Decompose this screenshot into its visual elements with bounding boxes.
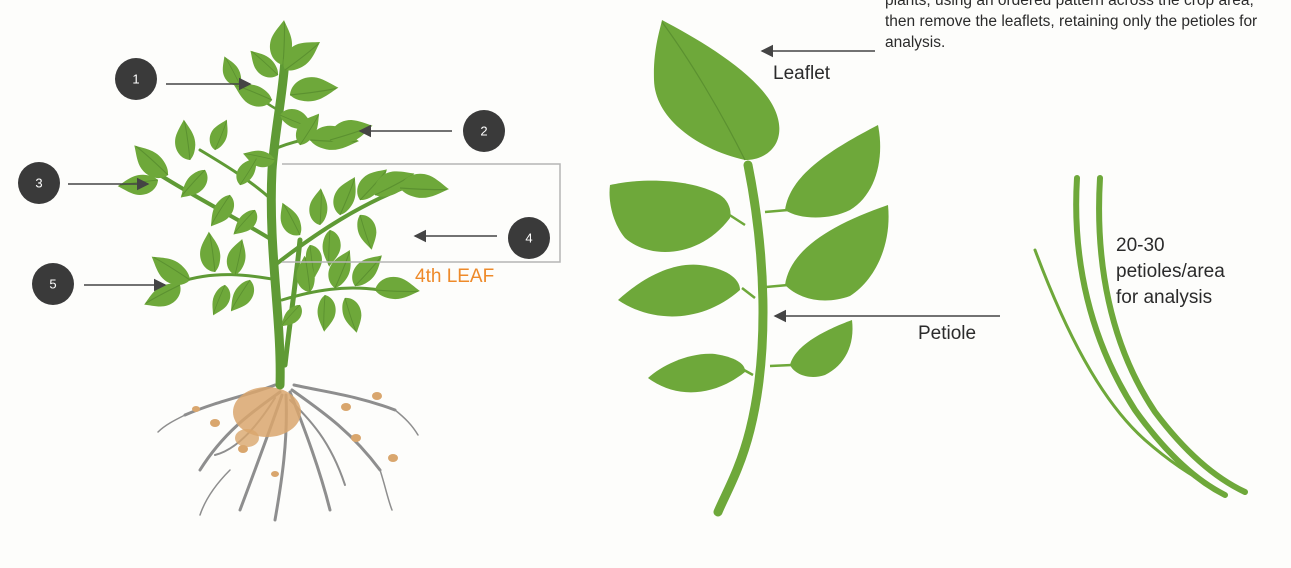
- leaflet-label: Leaflet: [773, 63, 831, 84]
- leaflet: [790, 320, 853, 377]
- callout-number: 2: [480, 124, 487, 139]
- petioles-note: 20-30 petioles/area for analysis: [1116, 235, 1225, 308]
- callout-2: 2: [360, 110, 505, 152]
- leaflet: [785, 125, 880, 218]
- sampling-instructions: plants, using an ordered pattern across …: [885, 0, 1285, 53]
- leaflet: [618, 265, 740, 317]
- petiole-bundle: [1035, 178, 1245, 495]
- terminal-leaflet: [654, 20, 779, 160]
- callout-5: 5: [32, 263, 165, 305]
- compound-leaf: Leaflet Petiole: [610, 20, 1000, 512]
- potato-plant: 4th LEAF: [116, 19, 560, 520]
- petioles-note-line-3: for analysis: [1116, 287, 1212, 308]
- petioles-note-line-2: petioles/area: [1116, 261, 1225, 282]
- callout-4: 4: [415, 217, 550, 259]
- leaflet: [648, 354, 745, 393]
- callout-number: 5: [49, 277, 56, 292]
- leaflet: [785, 205, 889, 300]
- petiole-label: Petiole: [918, 323, 976, 344]
- callout-number: 1: [132, 72, 139, 87]
- callout-number: 3: [35, 176, 42, 191]
- fourth-leaf-label: 4th LEAF: [415, 266, 494, 287]
- callout-number: 4: [525, 231, 532, 246]
- leaflet: [610, 181, 731, 252]
- petioles-note-line-1: 20-30: [1116, 235, 1165, 256]
